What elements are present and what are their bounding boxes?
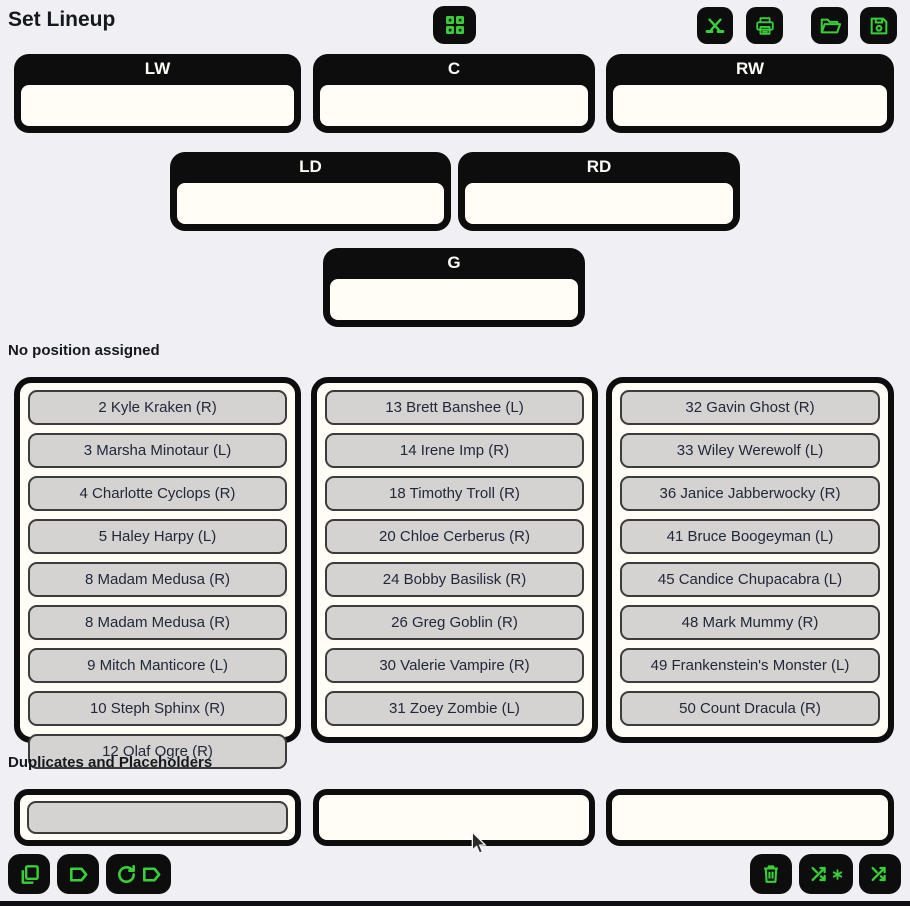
- player-button[interactable]: 24 Bobby Basilisk (R): [325, 562, 584, 597]
- position-slot-rd[interactable]: RD: [458, 152, 740, 231]
- player-button[interactable]: 8 Madam Medusa (R): [28, 605, 287, 640]
- delete-button[interactable]: [750, 854, 792, 894]
- player-button[interactable]: 49 Frankenstein's Monster (L): [620, 648, 880, 683]
- shuffle-new-button[interactable]: [799, 854, 853, 894]
- player-button[interactable]: 2 Kyle Kraken (R): [28, 390, 287, 425]
- player-button[interactable]: 12 Olaf Ogre (R): [28, 734, 287, 769]
- duplicate-button[interactable]: [8, 854, 50, 894]
- player-button[interactable]: 18 Timothy Troll (R): [325, 476, 584, 511]
- duplicates-slot-1[interactable]: [14, 789, 301, 846]
- player-button[interactable]: 4 Charlotte Cyclops (R): [28, 476, 287, 511]
- player-button[interactable]: 48 Mark Mummy (R): [620, 605, 880, 640]
- player-button[interactable]: 13 Brett Banshee (L): [325, 390, 584, 425]
- open-button[interactable]: [811, 7, 848, 44]
- duplicates-section-label: Duplicates and Placeholders: [8, 754, 213, 771]
- player-button[interactable]: 31 Zoey Zombie (L): [325, 691, 584, 726]
- lines-grid-icon: [443, 13, 467, 37]
- duplicates-slot-2[interactable]: [313, 789, 595, 846]
- shuffle-icon: [869, 863, 891, 885]
- unassigned-column-2: 13 Brett Banshee (L) 14 Irene Imp (R) 18 T…: [311, 377, 598, 743]
- save-icon: [868, 15, 890, 37]
- position-slot-c[interactable]: C: [313, 54, 595, 133]
- refresh-icon: [115, 863, 138, 886]
- bottom-edge-bar: [0, 901, 910, 906]
- player-button[interactable]: 26 Greg Goblin (R): [325, 605, 584, 640]
- position-slot-ld[interactable]: LD: [170, 152, 451, 231]
- position-slot-lw[interactable]: LW: [14, 54, 301, 133]
- player-button[interactable]: 3 Marsha Minotaur (L): [28, 433, 287, 468]
- position-slot-g[interactable]: G: [323, 248, 585, 327]
- position-slot-rw[interactable]: RW: [606, 54, 894, 133]
- player-button[interactable]: 32 Gavin Ghost (R): [620, 390, 880, 425]
- player-button[interactable]: 45 Candice Chupacabra (L): [620, 562, 880, 597]
- unassigned-section-label: No position assigned: [8, 342, 160, 359]
- position-label: LW: [144, 59, 171, 78]
- print-button[interactable]: [746, 7, 783, 44]
- page-title: Set Lineup: [8, 8, 116, 31]
- player-button[interactable]: 8 Madam Medusa (R): [28, 562, 287, 597]
- hockey-sticks-icon: [704, 15, 726, 37]
- player-button[interactable]: 20 Chloe Cerberus (R): [325, 519, 584, 554]
- shuffle-star-icon: [809, 863, 844, 885]
- position-label: G: [447, 253, 461, 272]
- printer-icon: [754, 15, 776, 37]
- add-placeholder-button[interactable]: [57, 854, 99, 894]
- position-dropzone[interactable]: [177, 183, 444, 224]
- folder-open-icon: [819, 15, 841, 37]
- player-button[interactable]: 10 Steph Sphinx (R): [28, 691, 287, 726]
- player-button[interactable]: 33 Wiley Werewolf (L): [620, 433, 880, 468]
- position-dropzone[interactable]: [330, 279, 578, 320]
- position-dropzone[interactable]: [465, 183, 733, 224]
- position-dropzone[interactable]: [21, 85, 294, 126]
- player-button[interactable]: 50 Count Dracula (R): [620, 691, 880, 726]
- position-label: LD: [299, 157, 322, 176]
- refresh-placeholders-button[interactable]: [106, 854, 171, 894]
- player-button[interactable]: 9 Mitch Manticore (L): [28, 648, 287, 683]
- placeholder-chip[interactable]: [27, 801, 288, 834]
- player-button[interactable]: 14 Irene Imp (R): [325, 433, 584, 468]
- shuffle-button[interactable]: [859, 854, 901, 894]
- placeholder-d-icon: [140, 863, 163, 886]
- unassigned-column-1: 2 Kyle Kraken (R) 3 Marsha Minotaur (L) 4 …: [14, 377, 301, 769]
- copy-icon: [18, 863, 41, 886]
- position-dropzone[interactable]: [613, 85, 887, 126]
- crossed-sticks-button[interactable]: [697, 7, 733, 44]
- trash-icon: [760, 863, 782, 885]
- position-dropzone[interactable]: [320, 85, 588, 126]
- placeholder-d-icon: [67, 863, 90, 886]
- unassigned-column-3: 32 Gavin Ghost (R) 33 Wiley Werewolf (L) 3…: [606, 377, 894, 743]
- position-label: RD: [586, 157, 612, 176]
- view-lines-button[interactable]: [433, 6, 476, 44]
- player-button[interactable]: 30 Valerie Vampire (R): [325, 648, 584, 683]
- save-button[interactable]: [860, 7, 897, 44]
- duplicates-slot-3[interactable]: [606, 789, 894, 846]
- position-label: C: [447, 59, 461, 78]
- position-label: RW: [735, 59, 764, 78]
- player-button[interactable]: 41 Bruce Boogeyman (L): [620, 519, 880, 554]
- player-button[interactable]: 36 Janice Jabberwocky (R): [620, 476, 880, 511]
- player-button[interactable]: 5 Haley Harpy (L): [28, 519, 287, 554]
